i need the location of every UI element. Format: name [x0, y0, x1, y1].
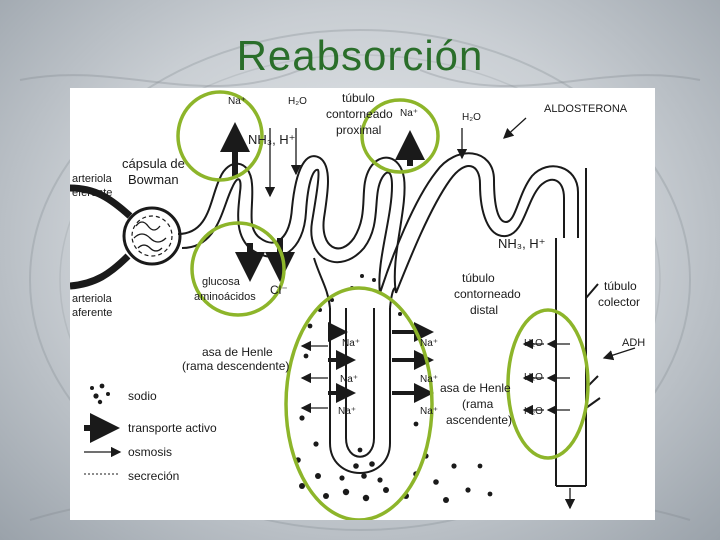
label-tubulo-colector-1: túbulo — [604, 279, 637, 293]
label-glucosa-2: aminoácidos — [194, 291, 256, 303]
label-na-loop-r1: Na⁺ — [420, 338, 438, 349]
label-h2o-right-1: H₂O — [524, 338, 543, 349]
label-na-loop-2: Na⁺ — [340, 374, 358, 385]
label-nh3-h: NH₃, H⁺ — [248, 132, 296, 147]
label-adh: ADH — [622, 337, 645, 349]
page-title: Reabsorción — [0, 32, 720, 80]
label-glucosa-1: glucosa — [202, 276, 241, 288]
label-nh3-h-right: NH₃, H⁺ — [498, 236, 546, 251]
label-henle-desc-1: asa de Henle — [202, 345, 273, 359]
label-henle-asc-2: (rama — [462, 397, 494, 411]
label-henle-asc-1: asa de Henle — [440, 381, 511, 395]
legend: sodio transporte activo osmosis secreció… — [84, 384, 217, 483]
highlight-collector-h2o — [508, 310, 588, 458]
nephron-tubule — [178, 156, 405, 293]
label-capsula-1: cápsula de — [122, 156, 185, 171]
label-henle-desc-2: (rama descendente) — [182, 359, 289, 373]
label-arteriola-eferente-1: arteriola — [72, 173, 113, 185]
glomerulus — [124, 208, 180, 264]
henle-loop — [314, 258, 396, 473]
label-tubulo-colector-2: colector — [598, 295, 640, 309]
label-h2o-top-mid: H₂O — [462, 112, 481, 123]
label-arteriola-aferente-1: arteriola — [72, 293, 113, 305]
afferent-arteriole — [70, 256, 128, 286]
label-tubulo-proximal-3: proximal — [336, 123, 381, 137]
label-tubulo-distal-1: túbulo — [462, 271, 495, 285]
label-na-loop-r3: Na⁺ — [420, 406, 438, 417]
label-cl: Cl⁻ — [270, 283, 288, 297]
highlight-circles — [178, 92, 588, 520]
label-na-loop-3: Na⁺ — [338, 406, 356, 417]
label-h2o-top-left: H₂O — [288, 96, 307, 107]
highlight-henle — [286, 288, 432, 520]
label-h2o-right-3: H₂O — [524, 406, 543, 417]
label-na-loop-r2: Na⁺ — [420, 374, 438, 385]
legend-transporte-activo: transporte activo — [128, 421, 217, 435]
label-arteriola-aferente-2: aferente — [72, 307, 112, 319]
nephron-diagram: Na⁺ H₂O NH₃, H⁺ túbulo contorneado proxi… — [70, 88, 655, 520]
label-na-top-mid: Na⁺ — [400, 108, 418, 119]
label-na-top-left: Na⁺ — [228, 96, 246, 107]
legend-osmosis: osmosis — [128, 445, 172, 459]
label-henle-asc-3: ascendente) — [446, 413, 512, 427]
label-h2o-right-2: H₂O — [524, 372, 543, 383]
label-capsula-2: Bowman — [128, 172, 179, 187]
label-tubulo-distal-2: contorneado — [454, 287, 521, 301]
label-tubulo-proximal-2: contorneado — [326, 107, 393, 121]
label-na-loop-1: Na⁺ — [342, 338, 360, 349]
label-tubulo-proximal-1: túbulo — [342, 91, 375, 105]
legend-sodio-icon — [90, 384, 110, 405]
label-tubulo-distal-3: distal — [470, 303, 498, 317]
legend-sodio: sodio — [128, 389, 157, 403]
legend-secrecion: secreción — [128, 469, 179, 483]
label-aldosterona: ALDOSTERONA — [544, 103, 628, 115]
label-arteriola-eferente-2: eferente — [72, 187, 112, 199]
